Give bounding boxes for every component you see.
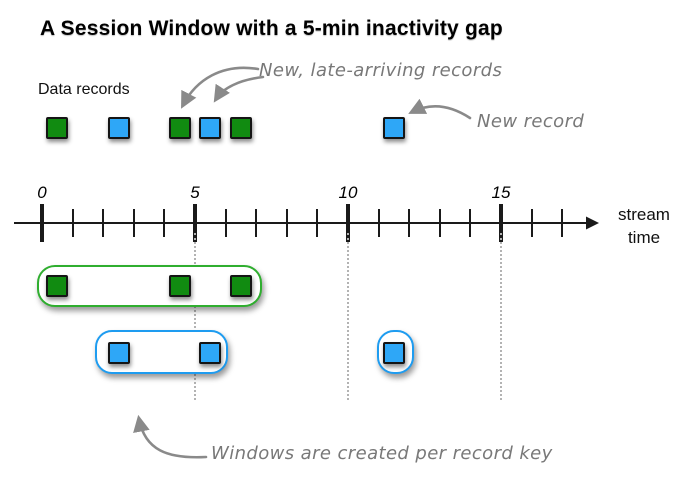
axis-tick-label: 5 bbox=[190, 183, 200, 202]
window-record-square bbox=[199, 342, 222, 364]
axis-label-line2: time bbox=[627, 228, 661, 247]
axis-tick bbox=[499, 204, 503, 242]
window-record-square bbox=[382, 342, 405, 364]
record-square bbox=[107, 117, 130, 139]
new-record-arrow-icon bbox=[408, 98, 472, 120]
per-key-arrow-icon bbox=[133, 414, 208, 459]
diagram-title: A Session Window with a 5-min inactivity… bbox=[40, 17, 503, 40]
axis-tick bbox=[285, 209, 288, 237]
axis-tick bbox=[377, 209, 380, 237]
axis-tick bbox=[469, 209, 472, 237]
axis-arrowhead-icon bbox=[586, 216, 599, 230]
axis-tick bbox=[224, 209, 227, 237]
axis-tick bbox=[438, 209, 441, 237]
axis-tick bbox=[102, 209, 105, 237]
stream-time-axis-label: stream time bbox=[608, 203, 680, 249]
record-square bbox=[199, 117, 222, 139]
axis-tick bbox=[346, 204, 350, 242]
axis-tick bbox=[255, 209, 258, 237]
window-record-square bbox=[168, 275, 191, 297]
axis-tick bbox=[530, 209, 533, 237]
axis-tick-label: 0 bbox=[37, 183, 47, 202]
gridline bbox=[500, 233, 502, 400]
axis-tick bbox=[71, 209, 74, 237]
axis-tick bbox=[408, 209, 411, 237]
axis-tick bbox=[316, 209, 319, 237]
gridline bbox=[194, 233, 196, 400]
axis-tick-label: 10 bbox=[338, 183, 358, 202]
axis-tick bbox=[163, 209, 166, 237]
data-records-label: Data records bbox=[38, 81, 130, 98]
axis-tick bbox=[561, 209, 564, 237]
window-record-square bbox=[46, 275, 69, 297]
window-record-square bbox=[107, 342, 130, 364]
record-square bbox=[382, 117, 405, 139]
new-record-annotation: New record bbox=[477, 111, 585, 132]
per-key-annotation: Windows are created per record key bbox=[211, 443, 553, 464]
record-square bbox=[168, 117, 191, 139]
gridline bbox=[347, 233, 349, 400]
late-record-arrow-icon-1 bbox=[181, 66, 260, 109]
record-square bbox=[46, 117, 69, 139]
axis-label-line1: stream bbox=[618, 205, 670, 224]
window-record-square bbox=[229, 275, 252, 297]
axis-tick bbox=[193, 204, 197, 242]
record-square bbox=[229, 117, 252, 139]
axis-tick bbox=[132, 209, 135, 237]
late-records-annotation: New, late-arriving records bbox=[259, 60, 503, 81]
axis-tick-label: 15 bbox=[491, 183, 511, 202]
late-record-arrow-icon-2 bbox=[213, 75, 265, 103]
session-window bbox=[37, 265, 263, 307]
axis-tick bbox=[40, 204, 44, 242]
